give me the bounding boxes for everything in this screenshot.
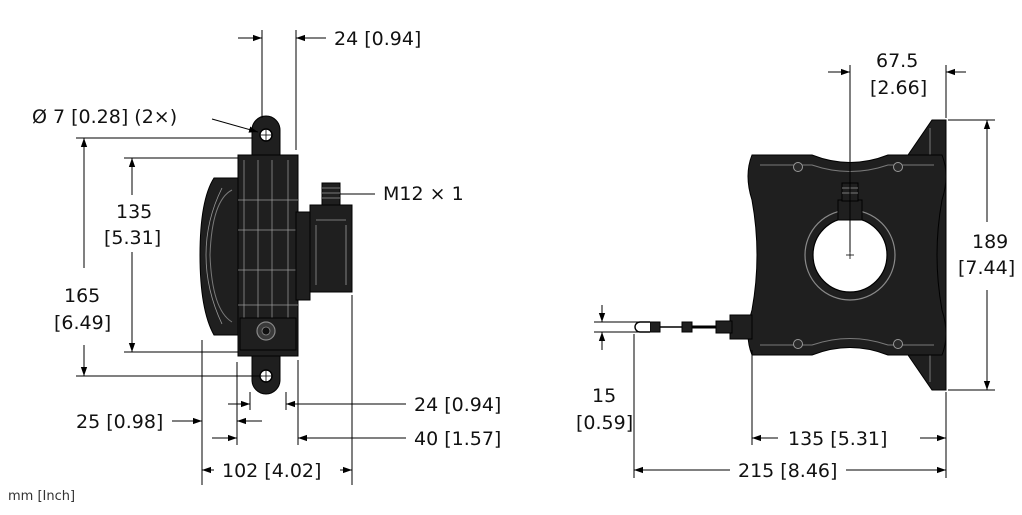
rear-cover: [199, 177, 241, 336]
dim-hole-label: Ø 7 [0.28] (2×): [32, 106, 177, 128]
top-mounting-lug: [251, 115, 281, 156]
dim-front-height-inch: [7.44]: [958, 257, 1015, 279]
dim-front-height: 189 [7.44]: [948, 119, 1015, 391]
dim-front-body-width: 135 [5.31]: [752, 428, 946, 450]
dim-front-offset: 67.5 [2.66]: [828, 50, 966, 252]
dim-connector-label: M12 × 1: [383, 183, 464, 205]
dim-total-width-side-label: 102 [4.02]: [222, 460, 321, 482]
dim-outer-height-value: 165: [64, 285, 100, 307]
dim-outer-height-inch: [6.49]: [54, 312, 111, 334]
dim-bottom-40: 40 [1.57]: [212, 428, 501, 450]
housing-screws: [793, 162, 903, 349]
dim-bottom-25: 25 [0.98]: [76, 411, 262, 433]
dim-cable: 15 [0.59]: [576, 305, 640, 434]
dim-cable-inch: [0.59]: [576, 412, 633, 434]
units-note: mm [Inch]: [8, 489, 75, 504]
m12-connector: [321, 182, 341, 206]
dim-front-height-value: 189: [972, 231, 1008, 253]
dim-front-total-width: 215 [8.46]: [634, 460, 946, 482]
dim-cable-value: 15: [592, 385, 616, 407]
dim-connector: M12 × 1: [340, 183, 464, 205]
bottom-mounting-lug: [251, 355, 281, 395]
dim-bottom-25-label: 25 [0.98]: [76, 411, 163, 433]
dim-bottom-24-label: 24 [0.94]: [414, 394, 501, 416]
dim-inner-height-inch: [5.31]: [104, 227, 161, 249]
side-view: 24 [0.94] Ø 7 [0.28] (2×) M12 × 1 165 [6…: [32, 28, 501, 485]
dim-hole: Ø 7 [0.28] (2×): [32, 106, 259, 133]
dim-inner-height-value: 135: [116, 201, 152, 223]
cable-assembly: [634, 314, 753, 340]
front-view: 67.5 [2.66] 189 [7.44] 15 [0.59]: [576, 50, 1015, 482]
dim-front-offset-value: 67.5: [876, 50, 918, 72]
dim-front-body-width-label: 135 [5.31]: [788, 428, 887, 450]
dim-outer-height: 165 [6.49]: [54, 137, 262, 377]
dim-front-total-width-label: 215 [8.46]: [738, 460, 837, 482]
dim-total-width-side: 102 [4.02]: [202, 460, 352, 482]
main-housing: [237, 154, 299, 357]
dim-bottom-24: 24 [0.94]: [228, 394, 501, 416]
connector-housing: [309, 204, 353, 293]
dim-bottom-40-label: 40 [1.57]: [414, 428, 501, 450]
dim-inner-height: 135 [5.31]: [104, 157, 238, 353]
dim-front-offset-inch: [2.66]: [870, 77, 927, 99]
front-ring: [295, 211, 311, 301]
dim-top-width-label: 24 [0.94]: [334, 28, 421, 50]
dim-top-width: 24 [0.94]: [238, 28, 421, 150]
